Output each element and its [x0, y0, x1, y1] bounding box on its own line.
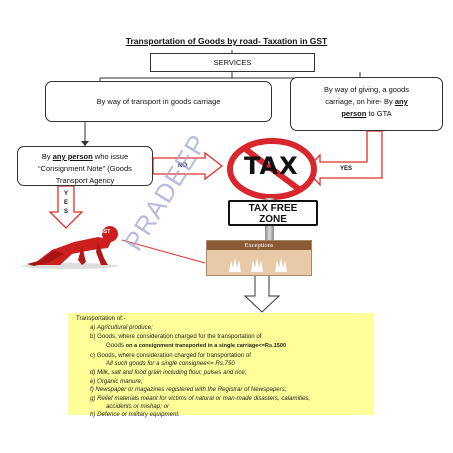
list-item: g) Relief materials meant for victims of… — [90, 395, 311, 402]
giving-box: By way of giving, a goods carriage, on h… — [290, 77, 443, 131]
exceptions-box: Exceptions — [206, 240, 312, 276]
consignment-line1: By any person who issue — [41, 152, 129, 161]
any-emphasis: any — [394, 97, 408, 106]
services-box: SERVICES — [150, 53, 315, 72]
exemption-list: Transportation of:- a) Agricultural prod… — [76, 315, 366, 418]
gst-badge: GST — [100, 229, 111, 235]
giving-line1: By way of giving, a goods — [323, 85, 410, 94]
any-person-emphasis: any person — [52, 152, 93, 161]
list-item: Goods on a consignment transported in a … — [106, 342, 287, 349]
list-heading: Transportation of:- — [76, 315, 126, 322]
list-item: c) Goods, where consideration charged fo… — [90, 352, 251, 359]
giving-line3: person to GTA — [341, 109, 392, 118]
no-label: NO — [178, 163, 187, 169]
list-item: accidents or mishap; or — [106, 403, 169, 410]
gst-runner-icon — [22, 226, 118, 269]
tax-free-zone-sign: TAX FREE ZONE — [228, 200, 318, 226]
list-item: b) Goods, where consideration charged fo… — [90, 333, 262, 340]
consignment-box: By any person who issue “Consignment Not… — [17, 146, 153, 186]
transport-box: By way of transport in goods carriage — [45, 81, 272, 122]
list-item: a) Agricultural produce; — [90, 324, 153, 331]
list-item: e) Organic manure; — [90, 378, 143, 385]
hands-icon — [229, 258, 287, 272]
exceptions-label: Exceptions — [244, 242, 274, 249]
diagram-title: Transportation of Goods by road- Taxatio… — [125, 36, 328, 46]
exemption-list-box — [68, 313, 374, 415]
list-item: All such goods for a single consignee<= … — [106, 360, 235, 367]
transport-label: By way of transport in goods carriage — [96, 97, 221, 106]
consignment-line2: “Consignment Note” (Goods — [38, 164, 132, 173]
yes-label: YES — [340, 166, 353, 172]
tax-sign-text: TAX — [244, 152, 299, 180]
services-label: SERVICES — [213, 58, 252, 67]
list-item: d) Milk, salt and food grain including f… — [90, 369, 247, 376]
consignment-line3: Transport Agency — [55, 176, 115, 185]
list-item: f) Newspaper or magazines registered wit… — [90, 386, 287, 393]
giving-line2: carriage, on hire- By any — [325, 97, 408, 106]
no-tax-sign-icon — [227, 138, 317, 200]
person-emphasis: person — [341, 109, 367, 118]
list-item: h) Defence or military equipment. — [90, 411, 180, 418]
